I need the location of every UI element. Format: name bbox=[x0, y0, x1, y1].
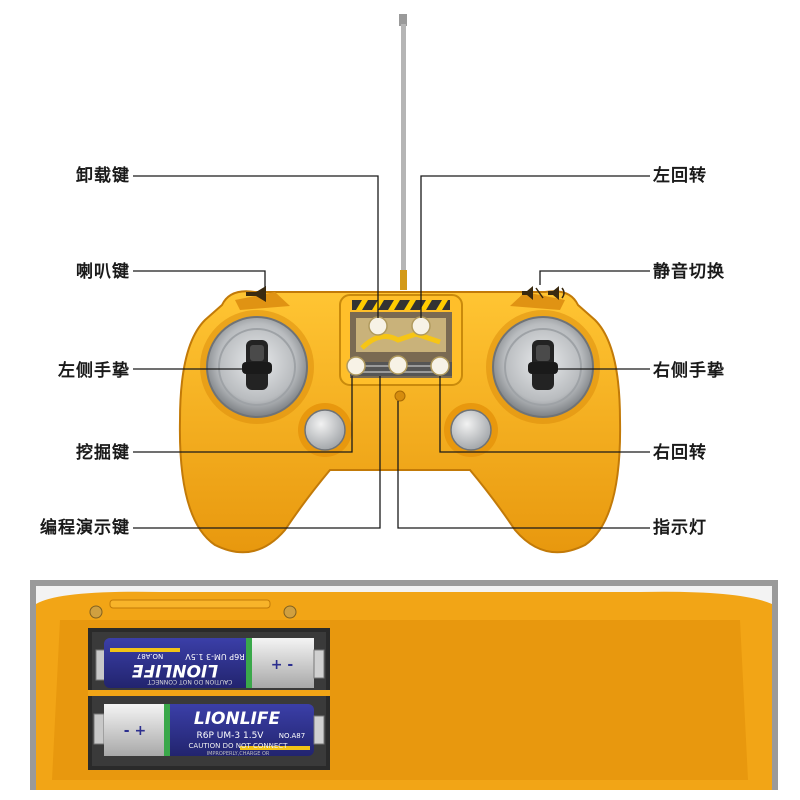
battery-bottom-polarity: - + bbox=[124, 723, 146, 739]
right-round-button[interactable] bbox=[444, 403, 498, 457]
horn-icon[interactable] bbox=[246, 286, 266, 302]
battery-top-polarity: + - bbox=[271, 657, 294, 673]
battery-top-caution: CAUTION DO NOT CONNECT bbox=[147, 678, 232, 685]
battery-top bbox=[95, 638, 325, 688]
leader-lines-left bbox=[133, 175, 381, 529]
label-right-turn: 右回转 bbox=[653, 443, 707, 463]
label-unload-key: 卸载键 bbox=[76, 166, 130, 186]
battery-top-code: NO.A87 bbox=[137, 652, 163, 660]
battery-bottom-model: R6P UM-3 1.5V bbox=[197, 731, 265, 741]
left-turn-button[interactable] bbox=[411, 316, 431, 336]
program-demo-button[interactable] bbox=[388, 355, 408, 375]
screw-right bbox=[283, 605, 297, 619]
battery-top-model: R6P UM-3 1.5V bbox=[185, 652, 245, 661]
battery-bottom-brand: LIONLIFE bbox=[194, 709, 281, 729]
battery-bottom-code: NO.A87 bbox=[279, 732, 305, 740]
label-left-turn: 左回转 bbox=[653, 166, 707, 186]
battery-bottom-caution: CAUTION DO NOT CONNECT bbox=[189, 742, 289, 750]
mute-icon[interactable] bbox=[522, 286, 565, 300]
battery-bottom bbox=[93, 704, 325, 756]
indicator-light bbox=[394, 390, 406, 402]
left-round-button[interactable] bbox=[298, 403, 352, 457]
label-right-stick: 右侧手挚 bbox=[653, 361, 725, 381]
battery-top-brand: LIONLIFE bbox=[132, 660, 219, 680]
battery-bottom-caution2: IMPROPERLY,CHARGE OR bbox=[207, 751, 270, 757]
label-left-stick: 左侧手挚 bbox=[58, 361, 130, 381]
battery-divider bbox=[88, 690, 330, 696]
leader-lines-right bbox=[397, 175, 650, 529]
label-horn-key: 喇叭键 bbox=[76, 262, 130, 282]
right-turn-button[interactable] bbox=[430, 356, 450, 376]
antenna bbox=[399, 14, 407, 290]
label-mute-toggle: 静音切换 bbox=[653, 262, 725, 282]
left-joystick[interactable] bbox=[200, 310, 314, 424]
label-dig-key: 挖掘键 bbox=[76, 443, 130, 463]
screw-left bbox=[89, 605, 103, 619]
dig-button[interactable] bbox=[346, 356, 366, 376]
label-indicator-light: 指示灯 bbox=[653, 518, 707, 538]
label-program-demo-key: 编程演示键 bbox=[40, 518, 130, 538]
unload-button[interactable] bbox=[368, 316, 388, 336]
right-joystick[interactable] bbox=[486, 310, 600, 424]
